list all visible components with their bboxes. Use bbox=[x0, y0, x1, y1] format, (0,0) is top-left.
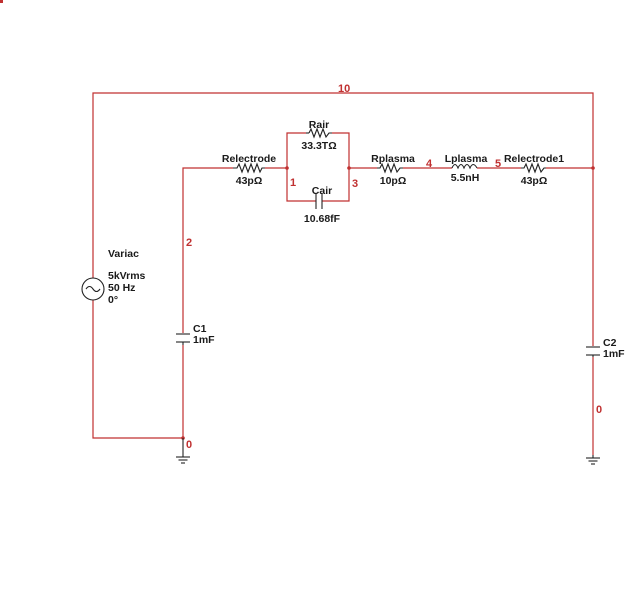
c2-name: C2 bbox=[603, 337, 617, 349]
lplasma-name: Lplasma bbox=[445, 153, 488, 165]
rair-name: Rair bbox=[309, 119, 329, 131]
ac-source-variac[interactable] bbox=[81, 277, 105, 301]
cair-name: Cair bbox=[312, 185, 332, 197]
lplasma-value: 5.5nH bbox=[451, 172, 480, 184]
wire-net-10 bbox=[92, 92, 594, 278]
variac-voltage: 5kVrms bbox=[108, 270, 146, 282]
net-label-3: 3 bbox=[352, 178, 358, 190]
c1-name: C1 bbox=[193, 323, 207, 335]
net-label-0-right: 0 bbox=[596, 404, 602, 416]
capacitor-c2[interactable] bbox=[586, 346, 600, 357]
capacitor-cair[interactable] bbox=[315, 193, 323, 209]
relectrode1-value: 43pΩ bbox=[521, 175, 548, 187]
ground-left-icon bbox=[176, 438, 190, 464]
wire-variac-bottom bbox=[92, 300, 183, 439]
c2-value: 1mF bbox=[603, 348, 625, 360]
resistor-rair[interactable] bbox=[306, 127, 332, 139]
rplasma-name: Rplasma bbox=[371, 153, 415, 165]
junction-node3 bbox=[347, 166, 351, 170]
junction-right bbox=[591, 166, 595, 170]
relectrode-value: 43pΩ bbox=[236, 175, 263, 187]
net-label-2: 2 bbox=[186, 237, 192, 249]
resistor-rplasma[interactable] bbox=[377, 162, 403, 174]
capacitor-c1[interactable] bbox=[176, 333, 190, 345]
ground-right-icon bbox=[586, 455, 600, 465]
wire-parallel-bot-r bbox=[322, 168, 350, 202]
variac-phase: 0° bbox=[108, 294, 118, 306]
net-label-5: 5 bbox=[495, 158, 501, 170]
net-label-0-left: 0 bbox=[186, 439, 192, 451]
variac-frequency: 50 Hz bbox=[108, 282, 135, 294]
inductor-lplasma[interactable] bbox=[451, 163, 478, 170]
junction-node1 bbox=[285, 166, 289, 170]
net-label-4: 4 bbox=[426, 158, 433, 170]
wires bbox=[92, 92, 594, 455]
c1-value: 1mF bbox=[193, 334, 215, 346]
corner-marker bbox=[0, 0, 3, 3]
rplasma-value: 10pΩ bbox=[380, 175, 407, 187]
wire-parallel-top-r bbox=[332, 132, 350, 168]
rair-value: 33.3TΩ bbox=[301, 140, 336, 152]
resistor-relectrode1[interactable] bbox=[521, 162, 546, 174]
wire-parallel-bot bbox=[286, 168, 316, 202]
wire-parallel-top bbox=[286, 132, 306, 168]
relectrode-name: Relectrode bbox=[222, 153, 276, 165]
net-label-10: 10 bbox=[338, 83, 350, 95]
cair-value: 10.68fF bbox=[304, 213, 341, 225]
variac-name: Variac bbox=[108, 248, 139, 260]
wire-net-2 bbox=[182, 167, 233, 333]
resistor-relectrode[interactable] bbox=[233, 162, 265, 174]
net-label-1: 1 bbox=[290, 177, 296, 189]
relectrode1-name: Relectrode1 bbox=[504, 153, 564, 165]
